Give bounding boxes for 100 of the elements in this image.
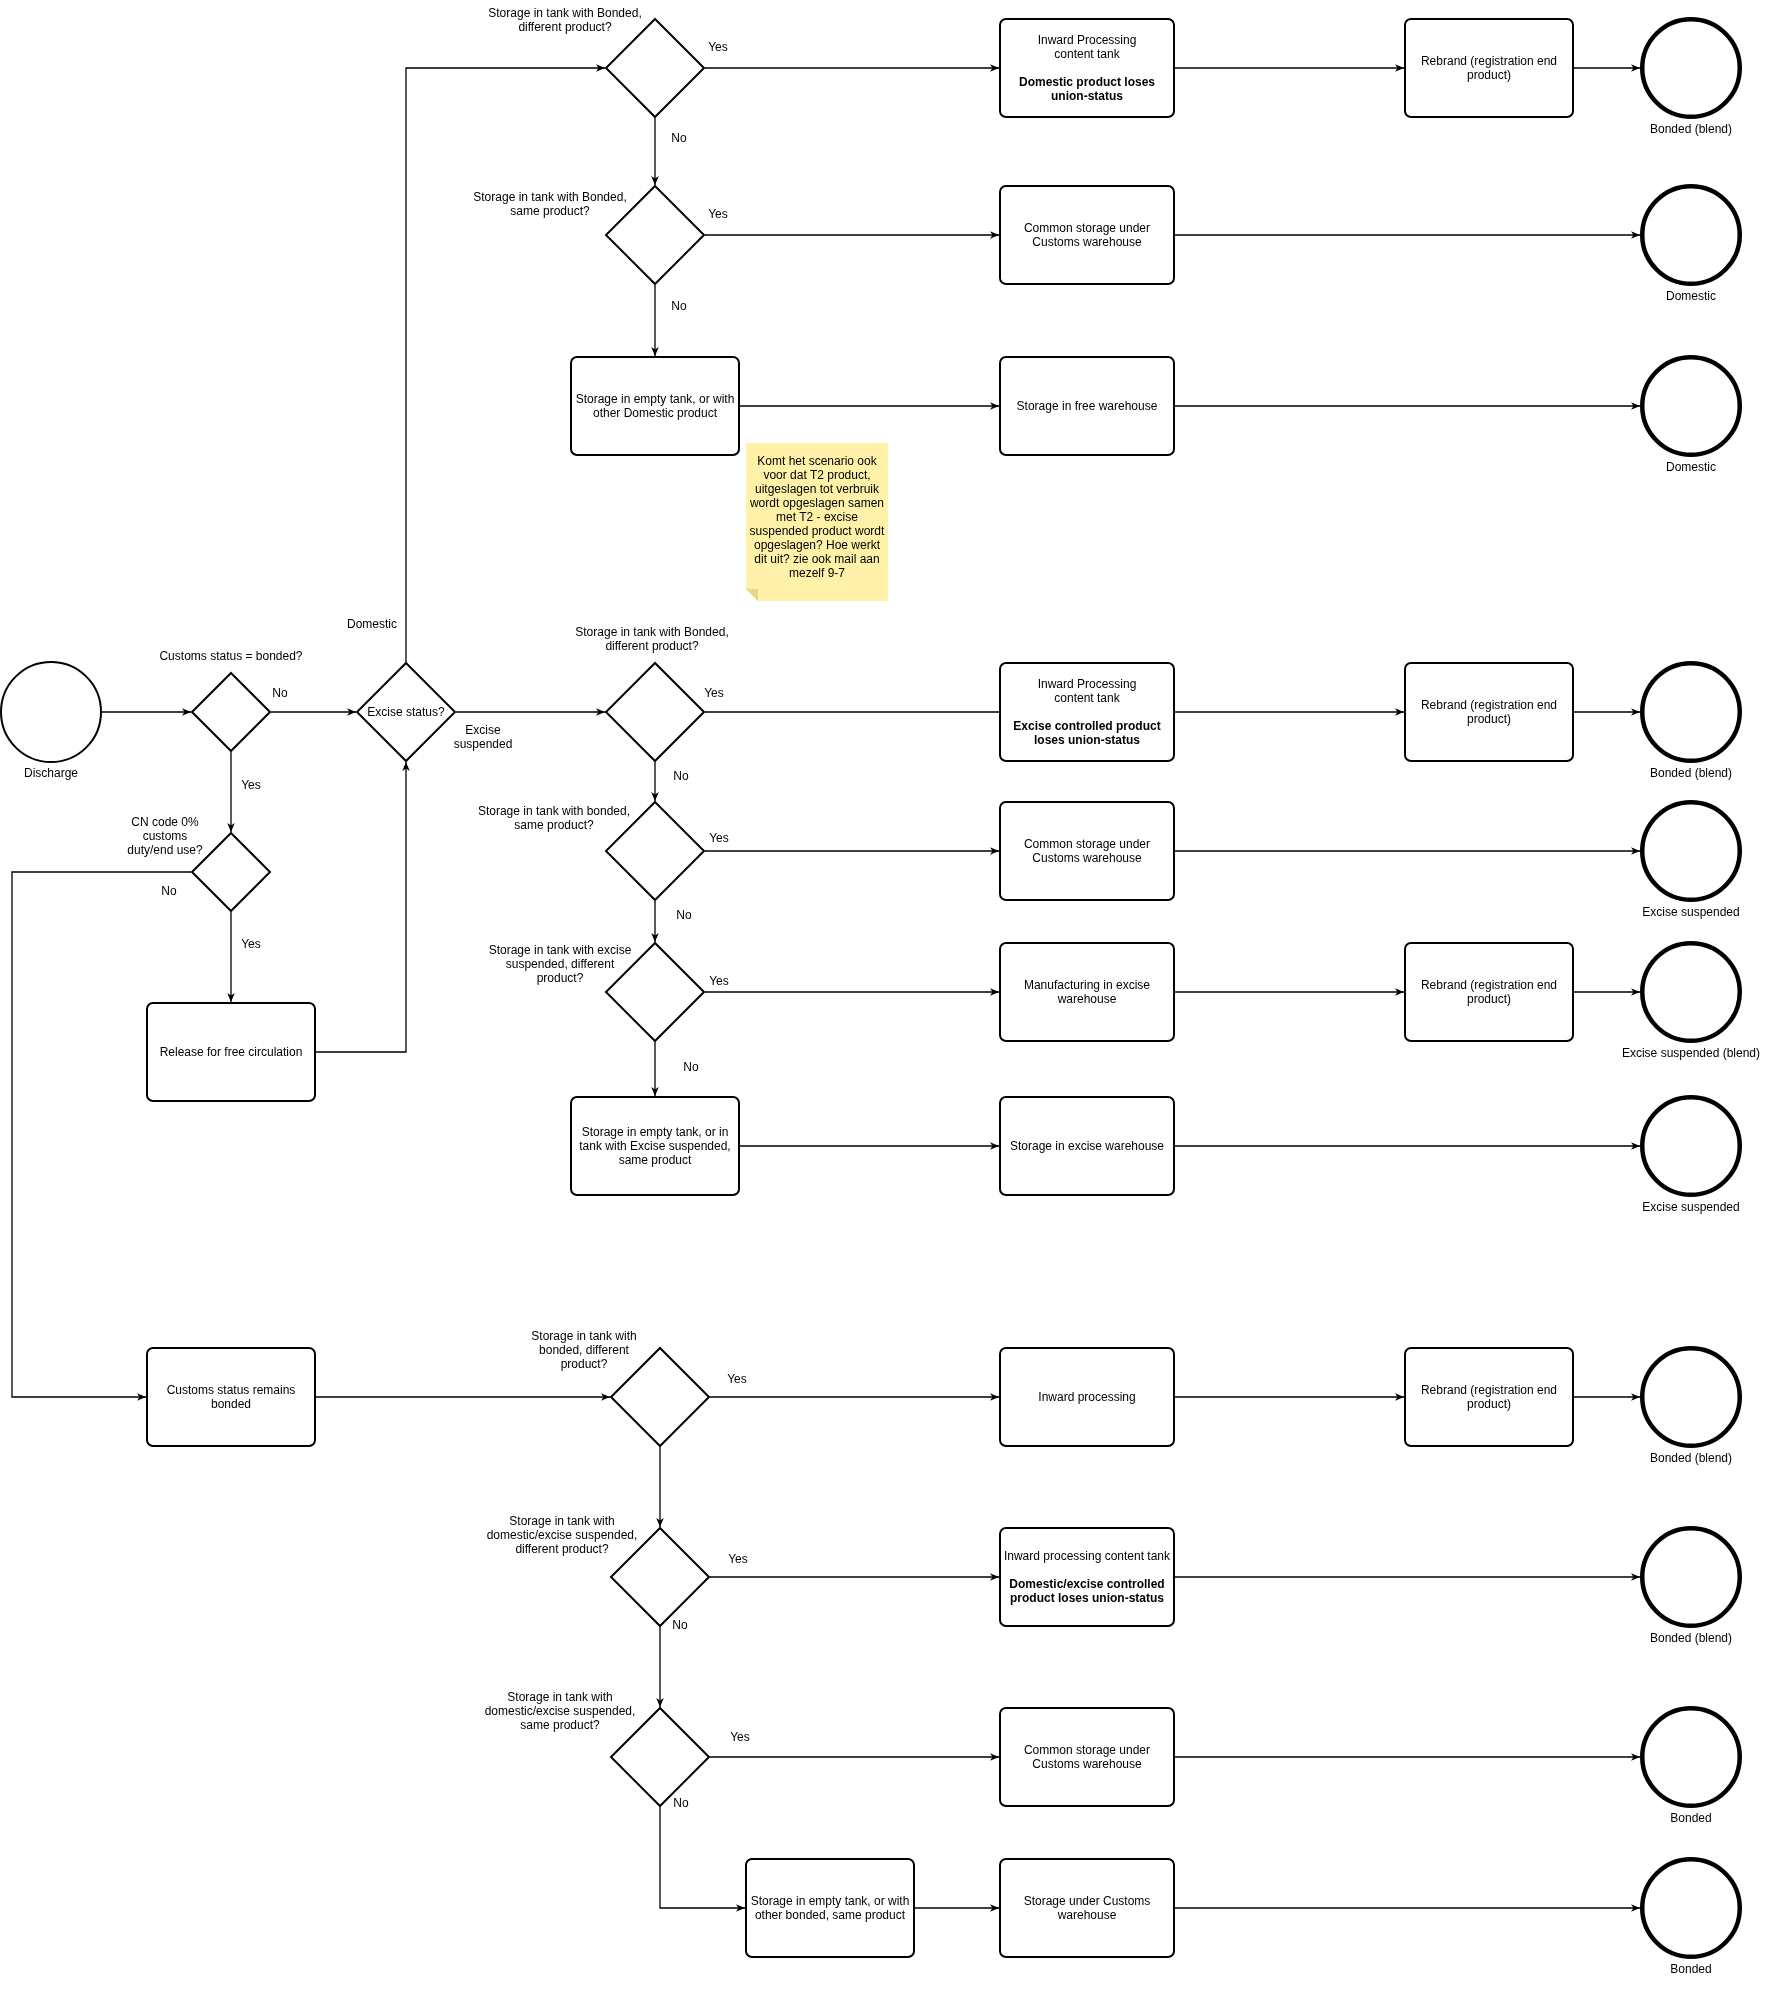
- edge-label: No: [672, 1796, 690, 1810]
- step-text: Storage under Customs warehouse: [1022, 1894, 1152, 1922]
- edge-label: Yes: [707, 40, 729, 54]
- arrow: [1174, 708, 1405, 716]
- arrow: [1174, 1393, 1405, 1401]
- note-text: Komt het scenario ook voor dat T2 product, uitgeslagen tot verbruik wordt opgeslagen samen met T2 - excise suspended product wordt opgeslagen? Hoe werkt dit uit? zie ook mail aan mezelf 9-7: [748, 454, 886, 580]
- process-box: [999, 1096, 1175, 1196]
- edge-label: No: [160, 884, 178, 898]
- edge-label: Yes: [708, 974, 730, 988]
- edge-label: Yes: [708, 831, 730, 845]
- process-box: [1404, 18, 1574, 118]
- question-text: Customs status = bonded?: [159, 649, 303, 663]
- process-box: [1404, 662, 1574, 762]
- step-text: Common storage under Customs warehouse: [1022, 221, 1152, 249]
- process-box: [570, 1096, 740, 1196]
- arrow: [315, 1393, 611, 1401]
- arrow: [651, 1041, 659, 1097]
- step-text: Storage in excise warehouse: [1009, 1139, 1165, 1153]
- question-text: Storage in tank with Bonded, different product?: [487, 6, 643, 34]
- circle-caption: Domestic: [1666, 460, 1716, 474]
- process-box: [999, 356, 1175, 456]
- process-box: [146, 1347, 316, 1447]
- edge-label: Domestic: [346, 617, 398, 631]
- arrow: [1573, 64, 1641, 72]
- process-box: [999, 18, 1175, 118]
- question-text: Storage in tank with Bonded, different product?: [574, 625, 730, 653]
- arrow: [1573, 708, 1641, 716]
- step-text: Domestic/excise controlled product loses union-status: [1008, 1577, 1166, 1605]
- arrow: [914, 1904, 1000, 1912]
- arrow: [704, 988, 1000, 996]
- process-box: [570, 356, 740, 456]
- arrow: [1174, 988, 1405, 996]
- question-text: Storage in tank with Bonded, same product?: [472, 190, 628, 218]
- step-text: Manufacturing in excise warehouse: [1022, 978, 1152, 1006]
- edge-label: Yes: [726, 1372, 748, 1386]
- connector-line: [704, 711, 1000, 713]
- process-box: [999, 1858, 1175, 1958]
- arrow: [1174, 1573, 1641, 1581]
- arrow: [1174, 1753, 1641, 1761]
- arrow: [656, 1446, 664, 1528]
- step-text: Storage in empty tank, or with other Domestic product: [574, 392, 736, 420]
- question-text: Storage in tank with bonded, different product?: [530, 1329, 638, 1371]
- arrow: [709, 1573, 1000, 1581]
- decision-text: Excise status?: [367, 705, 445, 719]
- edge-label: Yes: [729, 1730, 751, 1744]
- arrow: [270, 708, 357, 716]
- step-text: Release for free circulation: [159, 1045, 303, 1059]
- step-text: Common storage under Customs warehouse: [1022, 1743, 1152, 1771]
- question-text: CN code 0% customs duty/end use?: [126, 815, 204, 857]
- step-text: Rebrand (registration end product): [1419, 698, 1559, 726]
- arrow: [1174, 231, 1641, 239]
- circle-caption: Bonded (blend): [1649, 1451, 1733, 1465]
- arrow: [704, 64, 1000, 72]
- arrow: [101, 708, 192, 716]
- arrow: [315, 761, 410, 1053]
- edge-label: Yes: [240, 937, 262, 951]
- circle-caption: Excise suspended: [1642, 905, 1740, 919]
- process-box: [1404, 942, 1574, 1042]
- process-box: [146, 1002, 316, 1102]
- circle-caption: Bonded: [1670, 1811, 1712, 1825]
- step-text: Inward processing content tank: [1003, 1549, 1171, 1563]
- arrow: [1174, 1142, 1641, 1150]
- arrow: [704, 231, 1000, 239]
- edge-label: Yes: [703, 686, 725, 700]
- edge-label: No: [670, 131, 688, 145]
- step-text: Inward Processing content tank: [1036, 33, 1138, 61]
- arrow: [11, 871, 192, 1401]
- arrow: [1174, 402, 1641, 410]
- question-text: Storage in tank with excise suspended, different product?: [487, 943, 633, 985]
- step-text: Rebrand (registration end product): [1419, 978, 1559, 1006]
- arrow: [656, 1626, 664, 1708]
- arrow: [709, 1753, 1000, 1761]
- circle-caption: Bonded (blend): [1649, 122, 1733, 136]
- edge-label: No: [670, 299, 688, 313]
- circle-caption: Discharge: [24, 766, 78, 780]
- process-box: [999, 1347, 1175, 1447]
- arrow: [651, 284, 659, 357]
- arrow: [1174, 1904, 1641, 1912]
- question-text: Storage in tank with domestic/excise suspended, different product?: [485, 1514, 639, 1556]
- circle-caption: Bonded: [1670, 1962, 1712, 1976]
- edge-label: Yes: [240, 778, 262, 792]
- sticky-note: [746, 443, 888, 601]
- arrow: [709, 1393, 1000, 1401]
- process-box: [999, 1527, 1175, 1627]
- process-box: [1404, 1347, 1574, 1447]
- process-box: [999, 801, 1175, 901]
- arrow: [659, 1806, 746, 1912]
- process-box: [999, 662, 1175, 762]
- arrow: [651, 117, 659, 186]
- edge-label: Yes: [707, 207, 729, 221]
- step-text: Rebrand (registration end product): [1419, 54, 1559, 82]
- step-text: Excise controlled product loses union-status: [1012, 719, 1162, 747]
- question-text: Storage in tank with bonded, same product?: [476, 804, 632, 832]
- step-text: Storage in empty tank, or with other bonded, same product: [749, 1894, 911, 1922]
- circle-caption: Excise suspended: [1642, 1200, 1740, 1214]
- arrow: [1174, 847, 1641, 855]
- process-box: [999, 1707, 1175, 1807]
- step-text: Rebrand (registration end product): [1419, 1383, 1559, 1411]
- circle-caption: Excise suspended (blend): [1621, 1046, 1761, 1060]
- arrow: [704, 847, 1000, 855]
